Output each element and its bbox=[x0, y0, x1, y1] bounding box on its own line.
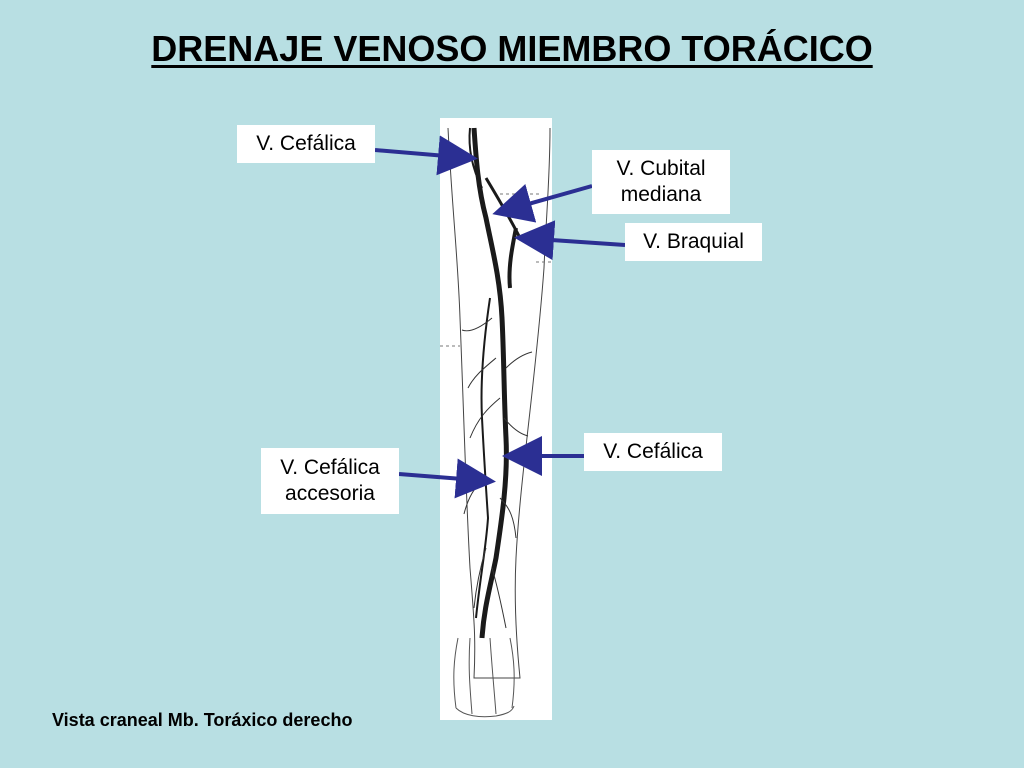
label-cefalica-bottom: V. Cefálica bbox=[584, 433, 722, 471]
limb-vein-illustration bbox=[440, 118, 552, 720]
label-text-line2: accesoria bbox=[285, 482, 375, 505]
label-braquial: V. Braquial bbox=[625, 223, 762, 261]
label-cubital-mediana: V. Cubital mediana bbox=[592, 150, 730, 214]
label-cefalica-accesoria: V. Cefálica accesoria bbox=[261, 448, 399, 514]
figure-caption: Vista craneal Mb. Toráxico derecho bbox=[52, 710, 353, 730]
limb-drawing bbox=[440, 127, 552, 718]
slide-title: DRENAJE VENOSO MIEMBRO TORÁCICO bbox=[151, 28, 873, 69]
label-text: V. Cefálica bbox=[603, 440, 703, 463]
label-text: V. Braquial bbox=[643, 230, 744, 253]
label-text-line2: mediana bbox=[620, 183, 702, 206]
label-text-line1: V. Cubital bbox=[616, 157, 706, 180]
label-cefalica-top: V. Cefálica bbox=[237, 125, 375, 163]
label-text-line1: V. Cefálica bbox=[280, 456, 380, 479]
label-text: V. Cefálica bbox=[256, 132, 356, 155]
